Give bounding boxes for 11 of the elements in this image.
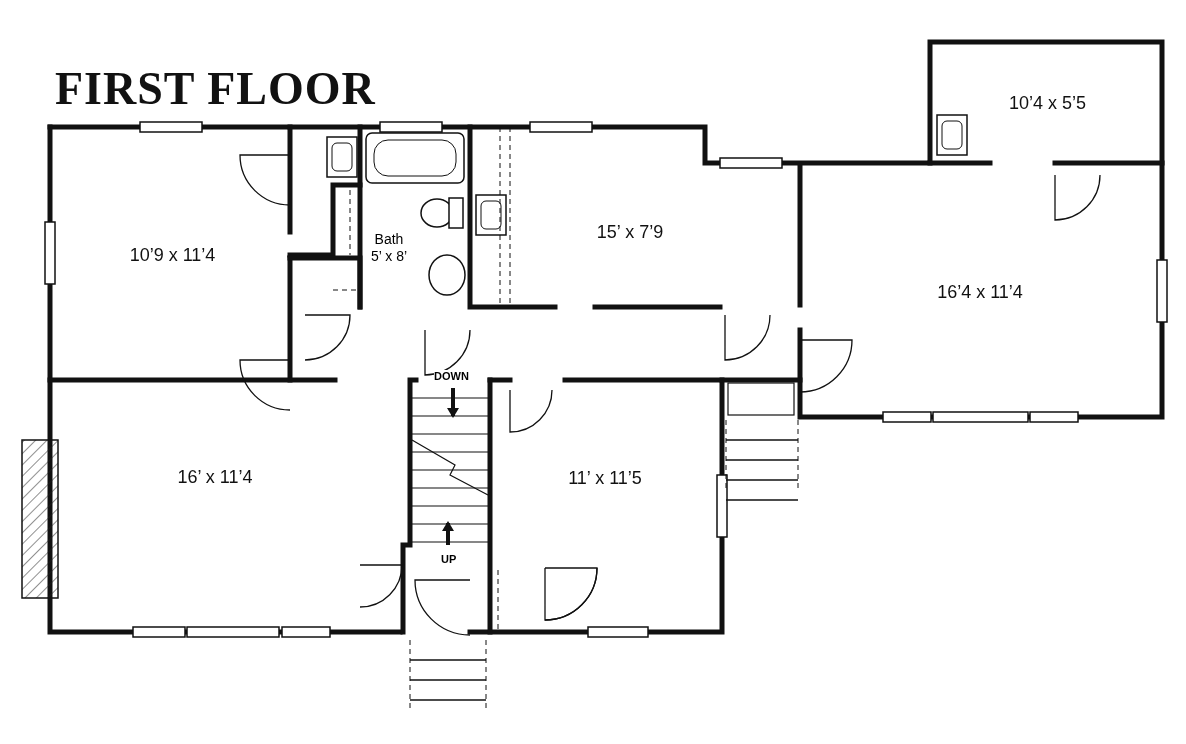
room-dimension: 10’4 x 5’5 bbox=[1008, 93, 1087, 113]
room-dimension: 15’ x 7’9 bbox=[596, 222, 664, 242]
room-dimension: 11’ x 11’5 bbox=[568, 468, 642, 488]
plan-title: FIRST FLOOR bbox=[55, 62, 376, 115]
room-dimension: 16’4 x 11’4 bbox=[937, 282, 1023, 302]
room-dimension: 5’ x 8’ bbox=[370, 248, 408, 265]
room-dimension: 16’ x 11’4 bbox=[177, 467, 253, 487]
room-dimension: 10’9 x 11’4 bbox=[129, 245, 216, 265]
stair-direction-label: UP bbox=[441, 553, 457, 565]
room-name: Bath bbox=[374, 231, 404, 248]
stair-direction-label: DOWN bbox=[434, 370, 469, 382]
